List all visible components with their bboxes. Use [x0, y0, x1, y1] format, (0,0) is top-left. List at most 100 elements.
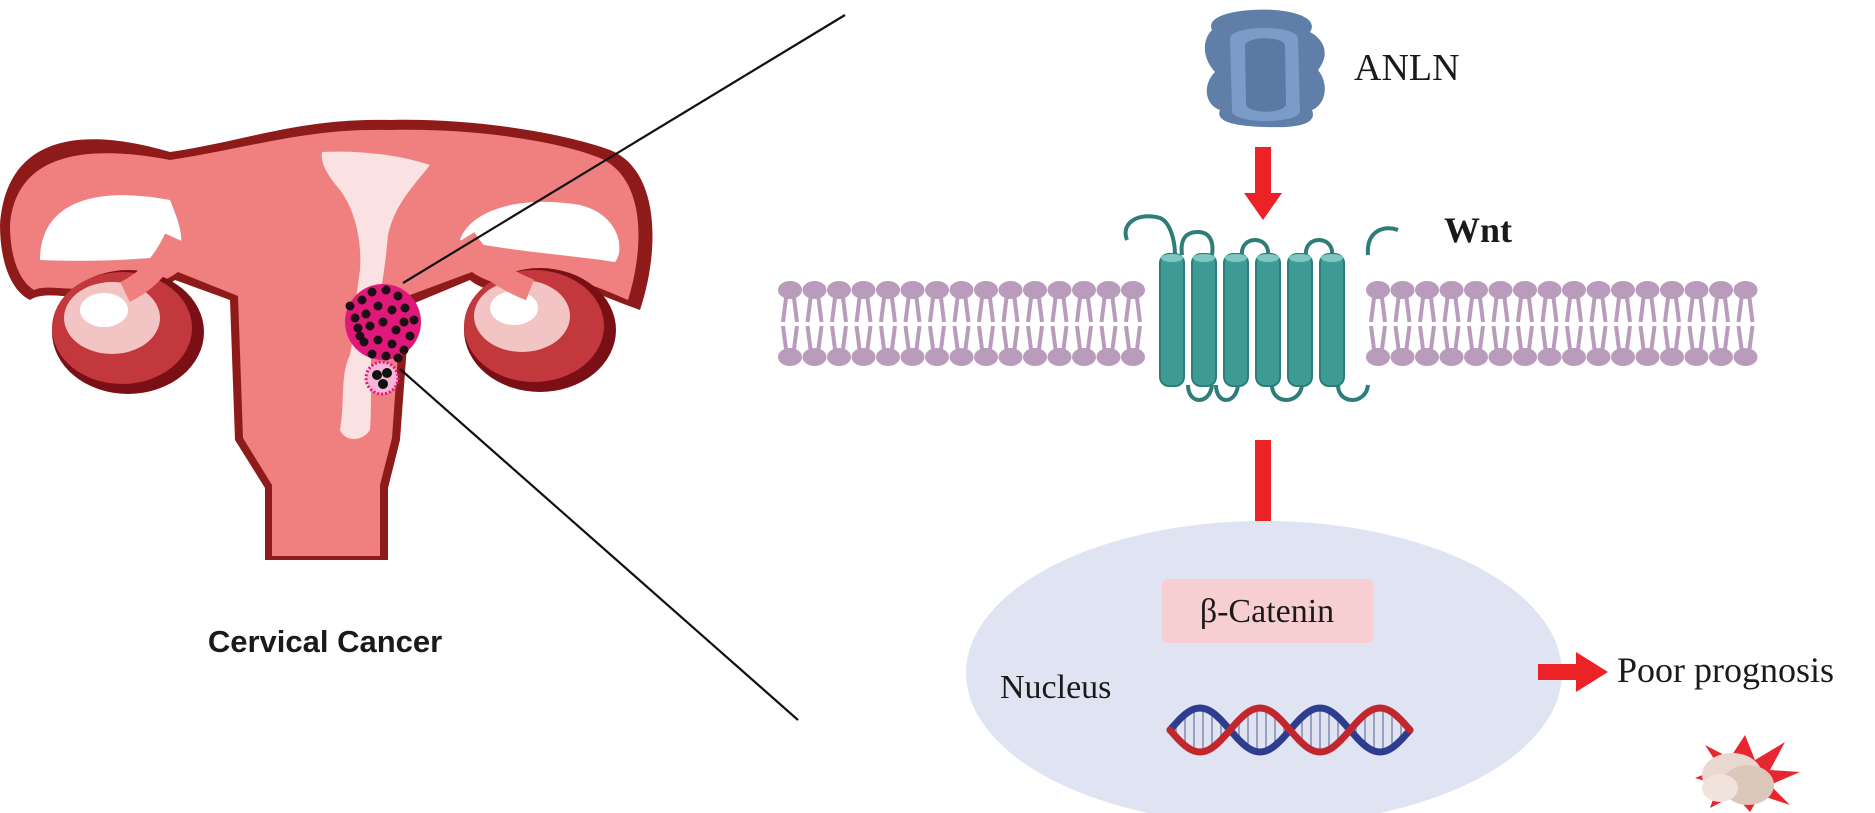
lipid-tail [977, 325, 995, 350]
tumor-cell [378, 317, 388, 327]
tumor-cell [381, 285, 391, 295]
lipid-head [1586, 281, 1611, 299]
lipid-tail [903, 325, 922, 350]
lipid-head [1047, 281, 1072, 299]
receptor-icon [1123, 214, 1399, 402]
lipid-tail [1491, 297, 1510, 323]
dna-helix-icon [1166, 704, 1414, 756]
lipid-tail [1565, 325, 1583, 350]
anln-label: ANLN [1354, 47, 1460, 89]
lipid-tail [1393, 297, 1412, 323]
lipid-tail [1050, 297, 1069, 323]
tumor-cell [357, 295, 367, 305]
lipid-head [1562, 348, 1586, 366]
lipid-head [1660, 348, 1684, 366]
lipid-head [1635, 281, 1660, 299]
receptor-helices [1159, 253, 1345, 387]
tumor-cell [387, 305, 397, 315]
lipid-tail [1467, 325, 1485, 350]
receptor-helix [1191, 253, 1217, 387]
lipid-tail [805, 297, 824, 323]
lipid-tail [781, 325, 799, 350]
lipid-head [1096, 348, 1121, 366]
lipid-tail [952, 325, 971, 350]
lipid-tail [1638, 325, 1657, 350]
lipid-tail [1099, 297, 1118, 323]
lipid-tail [1099, 325, 1118, 350]
lipid-tail [1050, 325, 1069, 350]
lipid-head [876, 281, 900, 299]
lipid-head [802, 348, 827, 366]
lipid-head [974, 348, 998, 366]
helix-top [1289, 254, 1311, 262]
receptor-helix [1287, 253, 1313, 387]
lipid-tail [1393, 325, 1412, 350]
lipid-head [1072, 281, 1096, 299]
lipid-tail [854, 297, 873, 323]
tumor-cell [400, 303, 410, 313]
right-ovary [464, 268, 616, 392]
zoom-line-upper [402, 14, 846, 284]
lipid-head [1121, 348, 1145, 366]
tumor-cell [353, 323, 363, 333]
lipid-tail [830, 297, 848, 323]
nucleus [966, 521, 1562, 813]
tumor-cell [361, 309, 371, 319]
right-tube-inner [460, 201, 620, 262]
tumor-dots [345, 285, 419, 363]
tumor-cell [387, 339, 397, 349]
tumor-cluster [345, 284, 421, 363]
lipid-head [1047, 348, 1072, 366]
tumor-cell [399, 317, 409, 327]
lipid-tail [1026, 297, 1044, 323]
lipid-head [1439, 281, 1464, 299]
lipid-head [1733, 281, 1758, 299]
lipid-tail [1614, 297, 1632, 323]
lipid-tail [1516, 325, 1534, 350]
lipid-tail [1712, 325, 1730, 350]
lipid-head [1488, 281, 1513, 299]
helix-top [1193, 254, 1215, 262]
burst-icon [1695, 735, 1800, 812]
lipid-tail [1516, 297, 1534, 323]
lipid-head [998, 281, 1023, 299]
lipid-tail [805, 325, 824, 350]
lipid-tail [1001, 297, 1020, 323]
anln-protein-icon [1204, 9, 1325, 128]
lipid-head [1464, 348, 1488, 366]
tumor-cell [381, 351, 391, 361]
tumor-cell [409, 315, 419, 325]
tumor-cell [345, 301, 355, 311]
helix-top [1257, 254, 1279, 262]
lipid-tail [1687, 297, 1706, 323]
lipid-head [1390, 348, 1415, 366]
lipid-tail [1467, 297, 1485, 323]
lipid-head [827, 281, 851, 299]
tumor-cell [355, 331, 365, 341]
lipid-tail [1663, 325, 1681, 350]
lipid-tail [903, 297, 922, 323]
organ-caption: Cervical Cancer [208, 624, 442, 659]
lipid-head [1096, 281, 1121, 299]
lipid-tail [1369, 325, 1387, 350]
dna-strand-red [1166, 704, 1414, 756]
lipid-head [1537, 281, 1562, 299]
outcome-label: Poor prognosis [1617, 650, 1834, 690]
lipid-tail [928, 325, 946, 350]
lipid-head [1611, 281, 1635, 299]
lipid-tail [1736, 297, 1755, 323]
receptor-helix [1255, 253, 1281, 387]
lipid-head [1684, 281, 1709, 299]
lipid-head [1464, 281, 1488, 299]
lipid-head [851, 348, 876, 366]
lipid-head [1366, 281, 1390, 299]
lipid-bilayer [778, 281, 1758, 366]
left-ovary [52, 270, 204, 394]
helix-top [1321, 254, 1343, 262]
lipid-tail [952, 297, 971, 323]
lipid-tail [928, 297, 946, 323]
uterus-illustration [0, 119, 653, 561]
lipid-tail [1712, 297, 1730, 323]
lipid-head [998, 348, 1023, 366]
lipid-tail [1687, 325, 1706, 350]
